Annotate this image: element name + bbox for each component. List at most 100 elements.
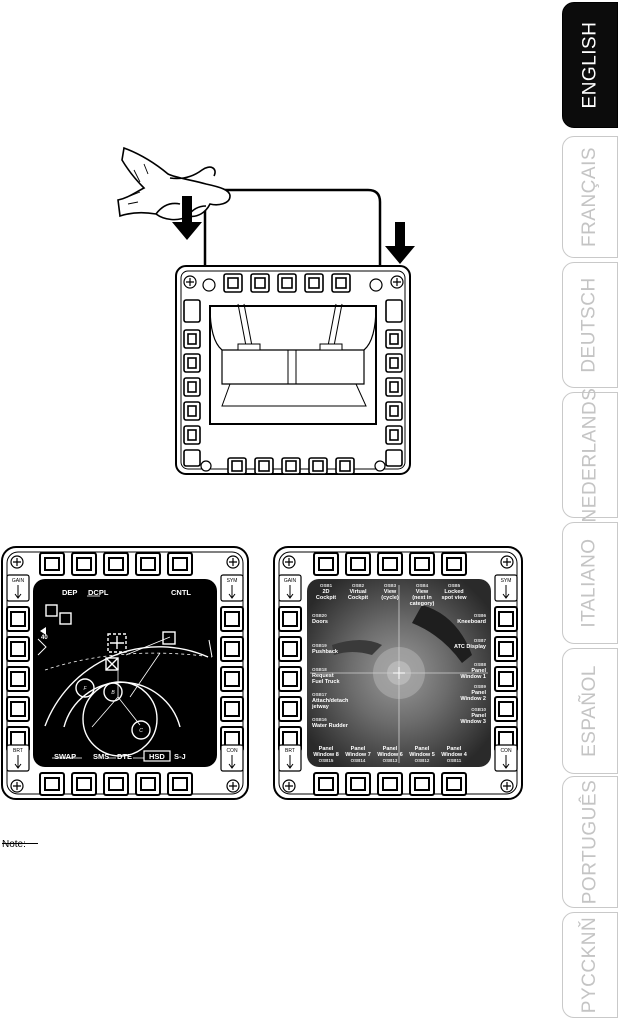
note-heading: Note: — [2, 834, 42, 850]
osb4-code: OSB4 — [416, 583, 429, 588]
right-mfd-panel: GAIN SYM BRT CON OSB1 2D Cockpit OSB2 Vi… — [273, 546, 523, 800]
osb8-line2: Window 1 — [460, 674, 486, 680]
side-button-columns — [183, 299, 403, 467]
rocker-brt-label: BRT — [13, 748, 23, 754]
osb8-code: OSB8 — [474, 662, 487, 667]
svg-text:B: B — [111, 690, 115, 696]
rocker-sym-label: SYM — [501, 578, 512, 584]
tab-portugues[interactable]: PORTUGUÊS — [562, 776, 618, 908]
note-underline — [2, 843, 38, 844]
osb10-line1: Panel — [471, 713, 486, 719]
osb8-line1: Panel — [471, 668, 486, 674]
rocker-sym-label: SYM — [227, 578, 238, 584]
tab-espanol-label: ESPAÑOL — [579, 665, 601, 757]
screw-icons — [10, 555, 240, 793]
osb-label-hsd: HSD — [149, 752, 165, 761]
osb13-code: OSB13 — [383, 758, 398, 763]
osb-label-cntl: CNTL — [171, 588, 191, 597]
rocker-brt-label: BRT — [285, 748, 295, 754]
osb17-line2: jetway — [311, 704, 330, 710]
osb3-code: OSB3 — [384, 583, 397, 588]
left-down-arrow — [172, 196, 202, 240]
rocker-gain-label: GAIN — [12, 578, 25, 584]
bottom-button-row — [227, 457, 355, 475]
osb9-line1: Panel — [471, 690, 486, 696]
osb1-code: OSB1 — [320, 583, 333, 588]
hsd-graphics — [37, 604, 213, 757]
osb3-line2: (cycle) — [381, 595, 399, 601]
osb11-line1: Panel — [447, 746, 462, 752]
osb-label-swap: SWAP — [54, 752, 76, 761]
tab-nederlands[interactable]: NEDERLANDS — [562, 388, 618, 522]
osb20-code: OSB20 — [312, 613, 327, 618]
osb16-line1: Water Rudder — [312, 723, 349, 729]
osb12-line1: Panel — [415, 746, 430, 752]
screw-icons — [282, 555, 514, 793]
tab-russian[interactable]: PYCCKNŇ — [562, 912, 618, 1018]
osb-label-sms: SMS — [93, 752, 109, 761]
osb5-line1: Locked — [444, 589, 463, 595]
osb11-line2: Window 4 — [441, 752, 468, 758]
osb15-line1: Panel — [319, 746, 334, 752]
osb-label-dcpl: DCPL — [88, 588, 109, 597]
tab-english-label: ENGLISH — [579, 21, 601, 109]
language-tabs: ENGLISH FRANÇAIS DEUTSCH NEDERLANDS ITAL… — [556, 0, 624, 1018]
osb18-code: OSB18 — [312, 667, 327, 672]
osb18-line2: Fuel Truck — [312, 679, 340, 685]
note-label: Note: — [2, 839, 26, 850]
osb3-line1: View — [384, 589, 397, 595]
screw-icons — [183, 275, 404, 292]
osb5-code: OSB5 — [448, 583, 461, 588]
osb6-code: OSB6 — [474, 613, 487, 618]
right-down-arrow — [385, 222, 415, 264]
tab-espanol[interactable]: ESPAÑOL — [562, 648, 618, 774]
osb13-line2: Window 6 — [377, 752, 403, 758]
tab-portugues-label: PORTUGUÊS — [579, 779, 601, 905]
scale-value: 40 — [41, 635, 48, 641]
osb11-code: OSB11 — [447, 758, 462, 763]
rocker-switches — [6, 574, 244, 772]
tab-russian-label: PYCCKNŇ — [579, 916, 600, 1014]
osb20-line1: Doors — [312, 619, 328, 625]
left-mfd-panel: GAIN SYM BRT CON F B C 40 DEP DCPL CNTL … — [1, 546, 249, 800]
osb9-code: OSB9 — [474, 684, 487, 689]
cockpit-scene — [310, 585, 488, 763]
osb5-line2: spot view — [441, 595, 467, 601]
osb-buttons — [278, 552, 518, 796]
osb14-line2: Window 7 — [345, 752, 371, 758]
osb14-code: OSB14 — [351, 758, 366, 763]
osb14-line1: Panel — [351, 746, 366, 752]
tab-nederlands-label: NEDERLANDS — [579, 387, 600, 523]
osb7-code: OSB7 — [474, 638, 487, 643]
tab-francais-label: FRANÇAIS — [579, 146, 601, 248]
osb4-line3: category) — [410, 601, 435, 607]
tab-italiano[interactable]: ITALIANO — [562, 522, 618, 644]
tab-deutsch[interactable]: DEUTSCH — [562, 262, 618, 388]
osb12-code: OSB12 — [415, 758, 430, 763]
osb6-line1: Kneeboard — [457, 619, 486, 625]
osb13-line1: Panel — [383, 746, 398, 752]
osb2-code: OSB2 — [352, 583, 365, 588]
osb-label-sj: S-J — [174, 752, 186, 761]
osb19-line1: Pushback — [312, 649, 339, 655]
osb1-line2: Cockpit — [316, 595, 336, 601]
rocker-con-label: CON — [500, 748, 512, 754]
osb7-line1: ATC Display — [454, 644, 487, 650]
card-outline — [203, 188, 382, 266]
osb9-line2: Window 2 — [460, 696, 486, 702]
osb17-line1: Attach/detach — [312, 698, 349, 704]
osb19-code: OSB19 — [312, 643, 327, 648]
osb-label-dep: DEP — [62, 588, 77, 597]
osb4-line2: (next in — [412, 595, 432, 601]
osb-buttons — [6, 552, 244, 796]
osb18-line1: Request — [312, 673, 334, 679]
osb2-line1: Virtual — [349, 589, 366, 595]
tab-francais[interactable]: FRANÇAIS — [562, 136, 618, 258]
tab-italiano-label: ITALIANO — [579, 538, 601, 628]
osb-label-dte: DTE — [117, 752, 132, 761]
hand-icon — [117, 146, 231, 221]
osb16-code: OSB16 — [312, 717, 327, 722]
osb12-line2: Window 5 — [409, 752, 435, 758]
tab-english[interactable]: ENGLISH — [562, 2, 618, 128]
insert-card-illustration — [117, 146, 415, 475]
